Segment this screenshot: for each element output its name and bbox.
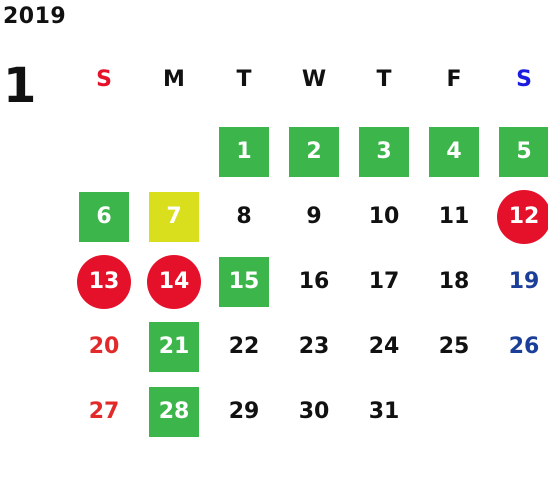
day-number: 25 <box>438 334 470 359</box>
day-cell[interactable]: 26 <box>489 314 548 379</box>
day-number: 7 <box>149 191 199 242</box>
day-number: 13 <box>77 254 131 309</box>
day-number: 18 <box>438 269 470 294</box>
year-label: 2019 <box>3 4 67 29</box>
day-cell[interactable]: 22 <box>209 314 279 379</box>
day-number: 19 <box>508 269 540 294</box>
weekday-label: M <box>163 67 185 92</box>
day-cell[interactable]: 4 <box>419 119 489 184</box>
day-cell[interactable]: 2 <box>279 119 349 184</box>
day-number: 24 <box>368 334 400 359</box>
weekday-label: W <box>301 67 327 92</box>
day-cell[interactable]: 17 <box>349 249 419 314</box>
day-number: 29 <box>228 399 260 424</box>
day-number: 22 <box>228 334 260 359</box>
weekday-label: F <box>446 67 462 92</box>
day-cell[interactable]: 10 <box>349 184 419 249</box>
day-cell[interactable]: 28 <box>139 379 209 444</box>
day-cell[interactable]: 19 <box>489 249 548 314</box>
day-number: 6 <box>79 191 129 242</box>
month-number: 1 <box>3 58 37 114</box>
day-cell[interactable]: 15 <box>209 249 279 314</box>
day-number: 20 <box>88 334 120 359</box>
day-cell[interactable]: 20 <box>69 314 139 379</box>
day-number: 27 <box>88 399 120 424</box>
empty-cell <box>69 119 139 184</box>
day-number: 10 <box>368 204 400 229</box>
empty-cell <box>139 119 209 184</box>
day-cell[interactable]: 8 <box>209 184 279 249</box>
day-number: 2 <box>289 126 339 177</box>
day-cell[interactable]: 1 <box>209 119 279 184</box>
day-number: 12 <box>497 189 548 244</box>
weekday-label: T <box>236 67 252 92</box>
day-number: 3 <box>359 126 409 177</box>
weekday-label: T <box>376 67 392 92</box>
day-number: 28 <box>149 386 199 437</box>
day-number: 11 <box>438 204 470 229</box>
day-number: 21 <box>149 321 199 372</box>
day-number: 1 <box>219 126 269 177</box>
day-number: 4 <box>429 126 479 177</box>
day-cell[interactable]: 11 <box>419 184 489 249</box>
day-number: 15 <box>219 256 269 307</box>
day-number: 16 <box>298 269 330 294</box>
day-cell[interactable]: 31 <box>349 379 419 444</box>
day-cell[interactable]: 7 <box>139 184 209 249</box>
day-cell[interactable]: 9 <box>279 184 349 249</box>
day-cell[interactable]: 24 <box>349 314 419 379</box>
day-cell[interactable]: 13 <box>69 249 139 314</box>
day-number: 31 <box>368 399 400 424</box>
day-cell[interactable]: 16 <box>279 249 349 314</box>
day-number: 26 <box>508 334 540 359</box>
day-cell[interactable]: 3 <box>349 119 419 184</box>
day-number: 23 <box>298 334 330 359</box>
day-cell[interactable]: 18 <box>419 249 489 314</box>
day-cell[interactable]: 5 <box>489 119 548 184</box>
day-number: 9 <box>306 204 322 229</box>
day-number: 17 <box>368 269 400 294</box>
day-cell[interactable]: 30 <box>279 379 349 444</box>
weekday-label: S <box>516 67 532 92</box>
day-cell[interactable]: 27 <box>69 379 139 444</box>
day-number: 14 <box>147 254 201 309</box>
day-number: 30 <box>298 399 330 424</box>
day-cell[interactable]: 6 <box>69 184 139 249</box>
day-cell[interactable]: 12 <box>489 184 548 249</box>
day-cell[interactable]: 14 <box>139 249 209 314</box>
day-cell[interactable]: 29 <box>209 379 279 444</box>
day-cell[interactable]: 25 <box>419 314 489 379</box>
day-number: 5 <box>499 126 548 177</box>
day-cell[interactable]: 23 <box>279 314 349 379</box>
day-cell[interactable]: 21 <box>139 314 209 379</box>
weekday-label: S <box>96 67 112 92</box>
day-number: 8 <box>236 204 252 229</box>
